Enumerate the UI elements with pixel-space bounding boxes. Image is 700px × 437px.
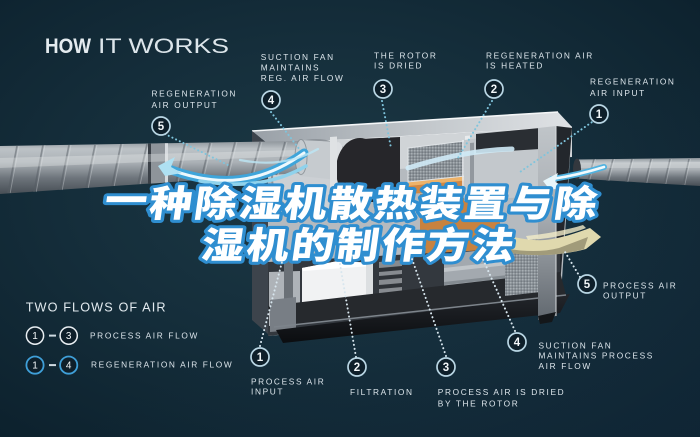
svg-text:THE ROTOR: THE ROTOR <box>374 50 438 60</box>
svg-text:3: 3 <box>380 84 386 96</box>
svg-text:2: 2 <box>491 84 497 96</box>
svg-text:1: 1 <box>257 352 264 364</box>
svg-text:5: 5 <box>158 121 165 133</box>
svg-text:IS DRIED: IS DRIED <box>374 61 423 71</box>
svg-text:TWO FLOWS OF AIR: TWO FLOWS OF AIR <box>26 300 167 314</box>
svg-text:REGENERATION AIR FLOW: REGENERATION AIR FLOW <box>91 359 233 369</box>
svg-text:BY THE ROTOR: BY THE ROTOR <box>438 398 520 408</box>
svg-text:OUTPUT: OUTPUT <box>603 290 647 300</box>
svg-text:PROCESS AIR IS DRIED: PROCESS AIR IS DRIED <box>438 387 566 397</box>
svg-text:2: 2 <box>354 362 360 374</box>
svg-text:AIR INPUT: AIR INPUT <box>590 88 646 98</box>
svg-text:FILTRATION: FILTRATION <box>350 387 414 397</box>
svg-text:REG. AIR FLOW: REG. AIR FLOW <box>261 73 345 83</box>
svg-text:REGENERATION: REGENERATION <box>590 77 676 87</box>
svg-text:PROCESS AIR: PROCESS AIR <box>251 377 325 387</box>
svg-text:3: 3 <box>66 331 72 342</box>
svg-text:IS HEATED: IS HEATED <box>486 61 544 71</box>
svg-text:AIR FLOW: AIR FLOW <box>539 361 592 371</box>
svg-text:3: 3 <box>443 362 449 374</box>
svg-text:REGENERATION AIR: REGENERATION AIR <box>486 50 594 60</box>
svg-text:IT WORKS: IT WORKS <box>98 35 229 58</box>
svg-text:PROCESS AIR FLOW: PROCESS AIR FLOW <box>90 330 199 340</box>
svg-text:PROCESS AIR: PROCESS AIR <box>603 281 677 291</box>
svg-text:AIR OUTPUT: AIR OUTPUT <box>152 100 219 110</box>
svg-text:4: 4 <box>66 361 72 372</box>
svg-text:1: 1 <box>32 361 38 372</box>
svg-text:SUCTION FAN: SUCTION FAN <box>539 340 613 350</box>
svg-text:5: 5 <box>584 279 591 291</box>
svg-text:1: 1 <box>596 109 603 121</box>
svg-text:SUCTION FAN: SUCTION FAN <box>261 52 335 62</box>
svg-text:HOW: HOW <box>45 35 91 58</box>
svg-text:REGENERATION: REGENERATION <box>152 88 238 98</box>
svg-text:MAINTAINS: MAINTAINS <box>261 63 320 73</box>
svg-text:MAINTAINS PROCESS: MAINTAINS PROCESS <box>539 351 655 361</box>
svg-text:4: 4 <box>514 337 521 349</box>
svg-text:1: 1 <box>32 331 38 342</box>
svg-text:4: 4 <box>268 95 275 107</box>
svg-text:INPUT: INPUT <box>251 387 284 397</box>
